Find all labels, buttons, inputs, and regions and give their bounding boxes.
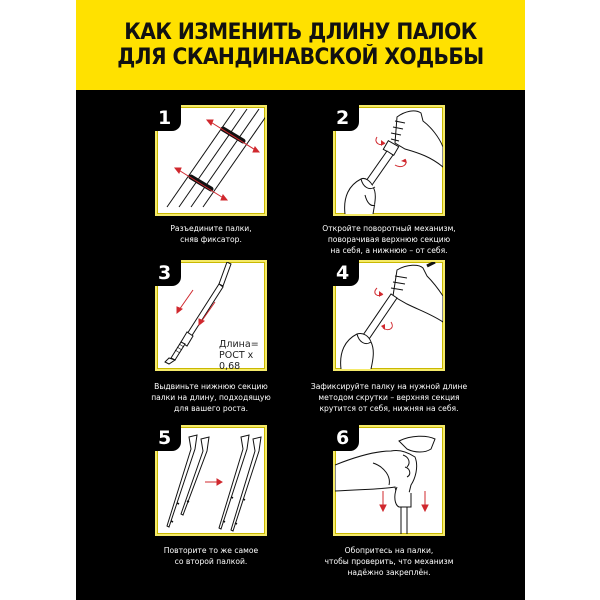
length-formula: Длина= РОСТ x 0,68: [219, 339, 265, 372]
step-number-badge: 5: [155, 425, 181, 451]
title-banner: КАК ИЗМЕНИТЬ ДЛИНУ ПАЛОК ДЛЯ СКАНДИНАВСК…: [76, 0, 525, 90]
caption-line: Повторите то же самое: [163, 546, 259, 555]
caption-line: чтобы проверить, что механизм: [324, 557, 454, 566]
caption-line: Откройте поворотный механизм,: [322, 224, 456, 233]
caption-line: надёжно закреплён.: [347, 568, 431, 577]
caption-line: методом скрутки – верхняя секция: [318, 393, 460, 402]
step-5-panel: 5: [155, 425, 267, 536]
caption-line: крутится от себя, нижняя на себя.: [319, 404, 459, 413]
step-2-caption: Откройте поворотный механизм, поворачива…: [289, 223, 489, 256]
title-line-1: КАК ИЗМЕНИТЬ ДЛИНУ ПАЛОК: [124, 20, 477, 45]
repeat-second-pole-icon: [166, 434, 262, 532]
step-6-caption: Обопритесь на палки, чтобы проверить, чт…: [289, 545, 489, 578]
step-number-badge: 6: [333, 425, 359, 451]
caption-line: Зафиксируйте палку на нужной длине: [310, 382, 468, 391]
step-number: 6: [336, 427, 350, 449]
poles-with-clips-separated-icon: [166, 108, 265, 208]
caption-line: Разъедините палки,: [170, 224, 252, 233]
caption-line: для вашего роста.: [173, 404, 249, 413]
title-line-2: ДЛЯ СКАНДИНАВСКОЙ ХОДЬБЫ: [117, 45, 484, 70]
step-number: 1: [158, 107, 172, 129]
caption-line: на себя, а нижнюю – от себя.: [330, 246, 448, 255]
extend-lower-section-icon: [164, 262, 232, 365]
step-4-panel: 4: [333, 260, 445, 371]
step-6-panel: 6: [333, 425, 445, 536]
step-6-illustration-box: 6: [333, 425, 445, 536]
caption-line: поворачивая верхнюю секцию: [327, 235, 451, 244]
step-2-panel: 2: [333, 105, 445, 216]
caption-line: Выдвиньте нижнюю секцию: [154, 382, 268, 391]
caption-line: со второй палкой.: [174, 557, 248, 566]
caption-line: сняв фиксатор.: [180, 235, 242, 244]
step-1-illustration-box: 1: [155, 105, 267, 216]
step-5-illustration-box: 5: [155, 425, 267, 536]
formula-line: Длина=: [219, 339, 259, 350]
caption-line: палки на длину, подходящую: [151, 393, 271, 402]
step-number-badge: 4: [333, 260, 359, 286]
lean-on-poles-check-icon: [335, 435, 436, 534]
step-3-panel: Длина= РОСТ x 0,68 3: [155, 260, 267, 372]
step-number-badge: 2: [333, 105, 359, 131]
step-number: 3: [158, 262, 172, 284]
step-2-illustration-box: 2: [333, 105, 445, 216]
caption-line: Обопритесь на палки,: [344, 546, 434, 555]
step-number: 4: [336, 262, 350, 284]
step-5-caption: Повторите то же самое со второй палкой.: [111, 545, 311, 567]
step-1-panel: 1: [155, 105, 267, 216]
step-number: 2: [336, 107, 350, 129]
instruction-sheet: КАК ИЗМЕНИТЬ ДЛИНУ ПАЛОК ДЛЯ СКАНДИНАВСК…: [76, 0, 525, 600]
step-number: 5: [158, 427, 172, 449]
step-4-caption: Зафиксируйте палку на нужной длине метод…: [289, 381, 489, 414]
hands-twisting-pole-open-icon: [344, 110, 443, 214]
step-4-illustration-box: 4: [333, 260, 445, 371]
hands-twisting-pole-lock-icon: [340, 262, 443, 369]
step-3-caption: Выдвиньте нижнюю секцию палки на длину, …: [111, 381, 311, 414]
step-number-badge: 1: [155, 105, 181, 131]
step-number-badge: 3: [155, 260, 181, 286]
step-1-caption: Разъедините палки, сняв фиксатор.: [111, 223, 311, 245]
step-3-illustration-box: Длина= РОСТ x 0,68 3: [155, 260, 267, 372]
formula-line: РОСТ x 0,68: [219, 350, 254, 372]
